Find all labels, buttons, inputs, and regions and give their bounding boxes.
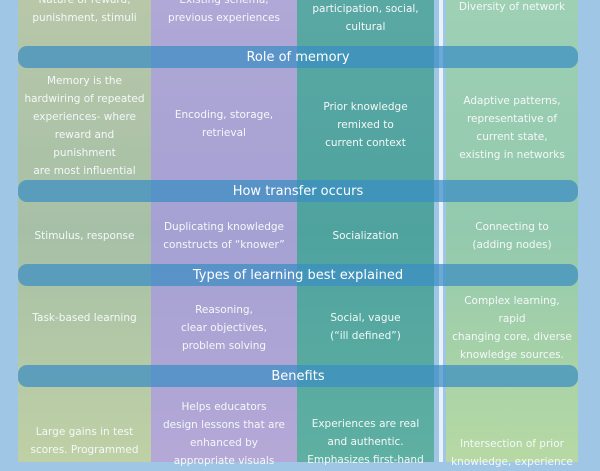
cell-constructivism-types: Social, vague (“ill defined”) [330, 312, 401, 342]
cell-cognitivism-transfer: Duplicating knowledge constructs of “kno… [163, 221, 285, 251]
section-header-how-transfer-occurs: How transfer occurs [18, 180, 578, 202]
section-header-types-of-learning: Types of learning best explained [18, 264, 578, 286]
cell-constructivism-intro: participation, social, cultural [312, 3, 419, 33]
cell-cognitivism-memory: Encoding, storage, retrieval [174, 109, 274, 139]
cell-connectivism-intro: Diversity of network [458, 1, 566, 13]
cell-connectivism-types: Complex learning, rapid changing core, d… [452, 295, 572, 361]
cell-constructivism-memory: Prior knowledge remixed to current conte… [323, 101, 408, 149]
cell-constructivism-transfer: Socialization [332, 230, 399, 242]
cell-cognitivism-types: Reasoning, clear objectives, problem sol… [181, 304, 267, 352]
cell-behaviorism-types: Task-based learning [32, 312, 137, 324]
cell-connectivism-transfer: Connecting to (adding nodes) [472, 221, 552, 251]
cell-connectivism-benefits: Intersection of prior knowledge, experie… [451, 438, 573, 468]
cell-behaviorism-memory: Memory is the hardwiring of repeated exp… [24, 75, 145, 177]
section-header-benefits: Benefits [18, 365, 578, 387]
section-header-role-of-memory: Role of memory [18, 46, 578, 68]
cell-constructivism-benefits: Experiences are real and authentic. Emph… [307, 418, 424, 466]
cell-cognitivism-intro: Existing schema, previous experiences [168, 0, 280, 24]
cell-connectivism-memory: Adaptive patterns, representative of cur… [459, 95, 565, 161]
cell-behaviorism-transfer: Stimulus, response [34, 230, 135, 242]
cell-behaviorism-benefits: Large gains in test scores. Programmed [30, 426, 139, 456]
cell-behaviorism-intro: Nature of reward, punishment, stimuli [32, 0, 137, 24]
column-divider [439, 0, 443, 462]
cell-cognitivism-benefits: Helps educators design lessons that are … [162, 401, 286, 467]
